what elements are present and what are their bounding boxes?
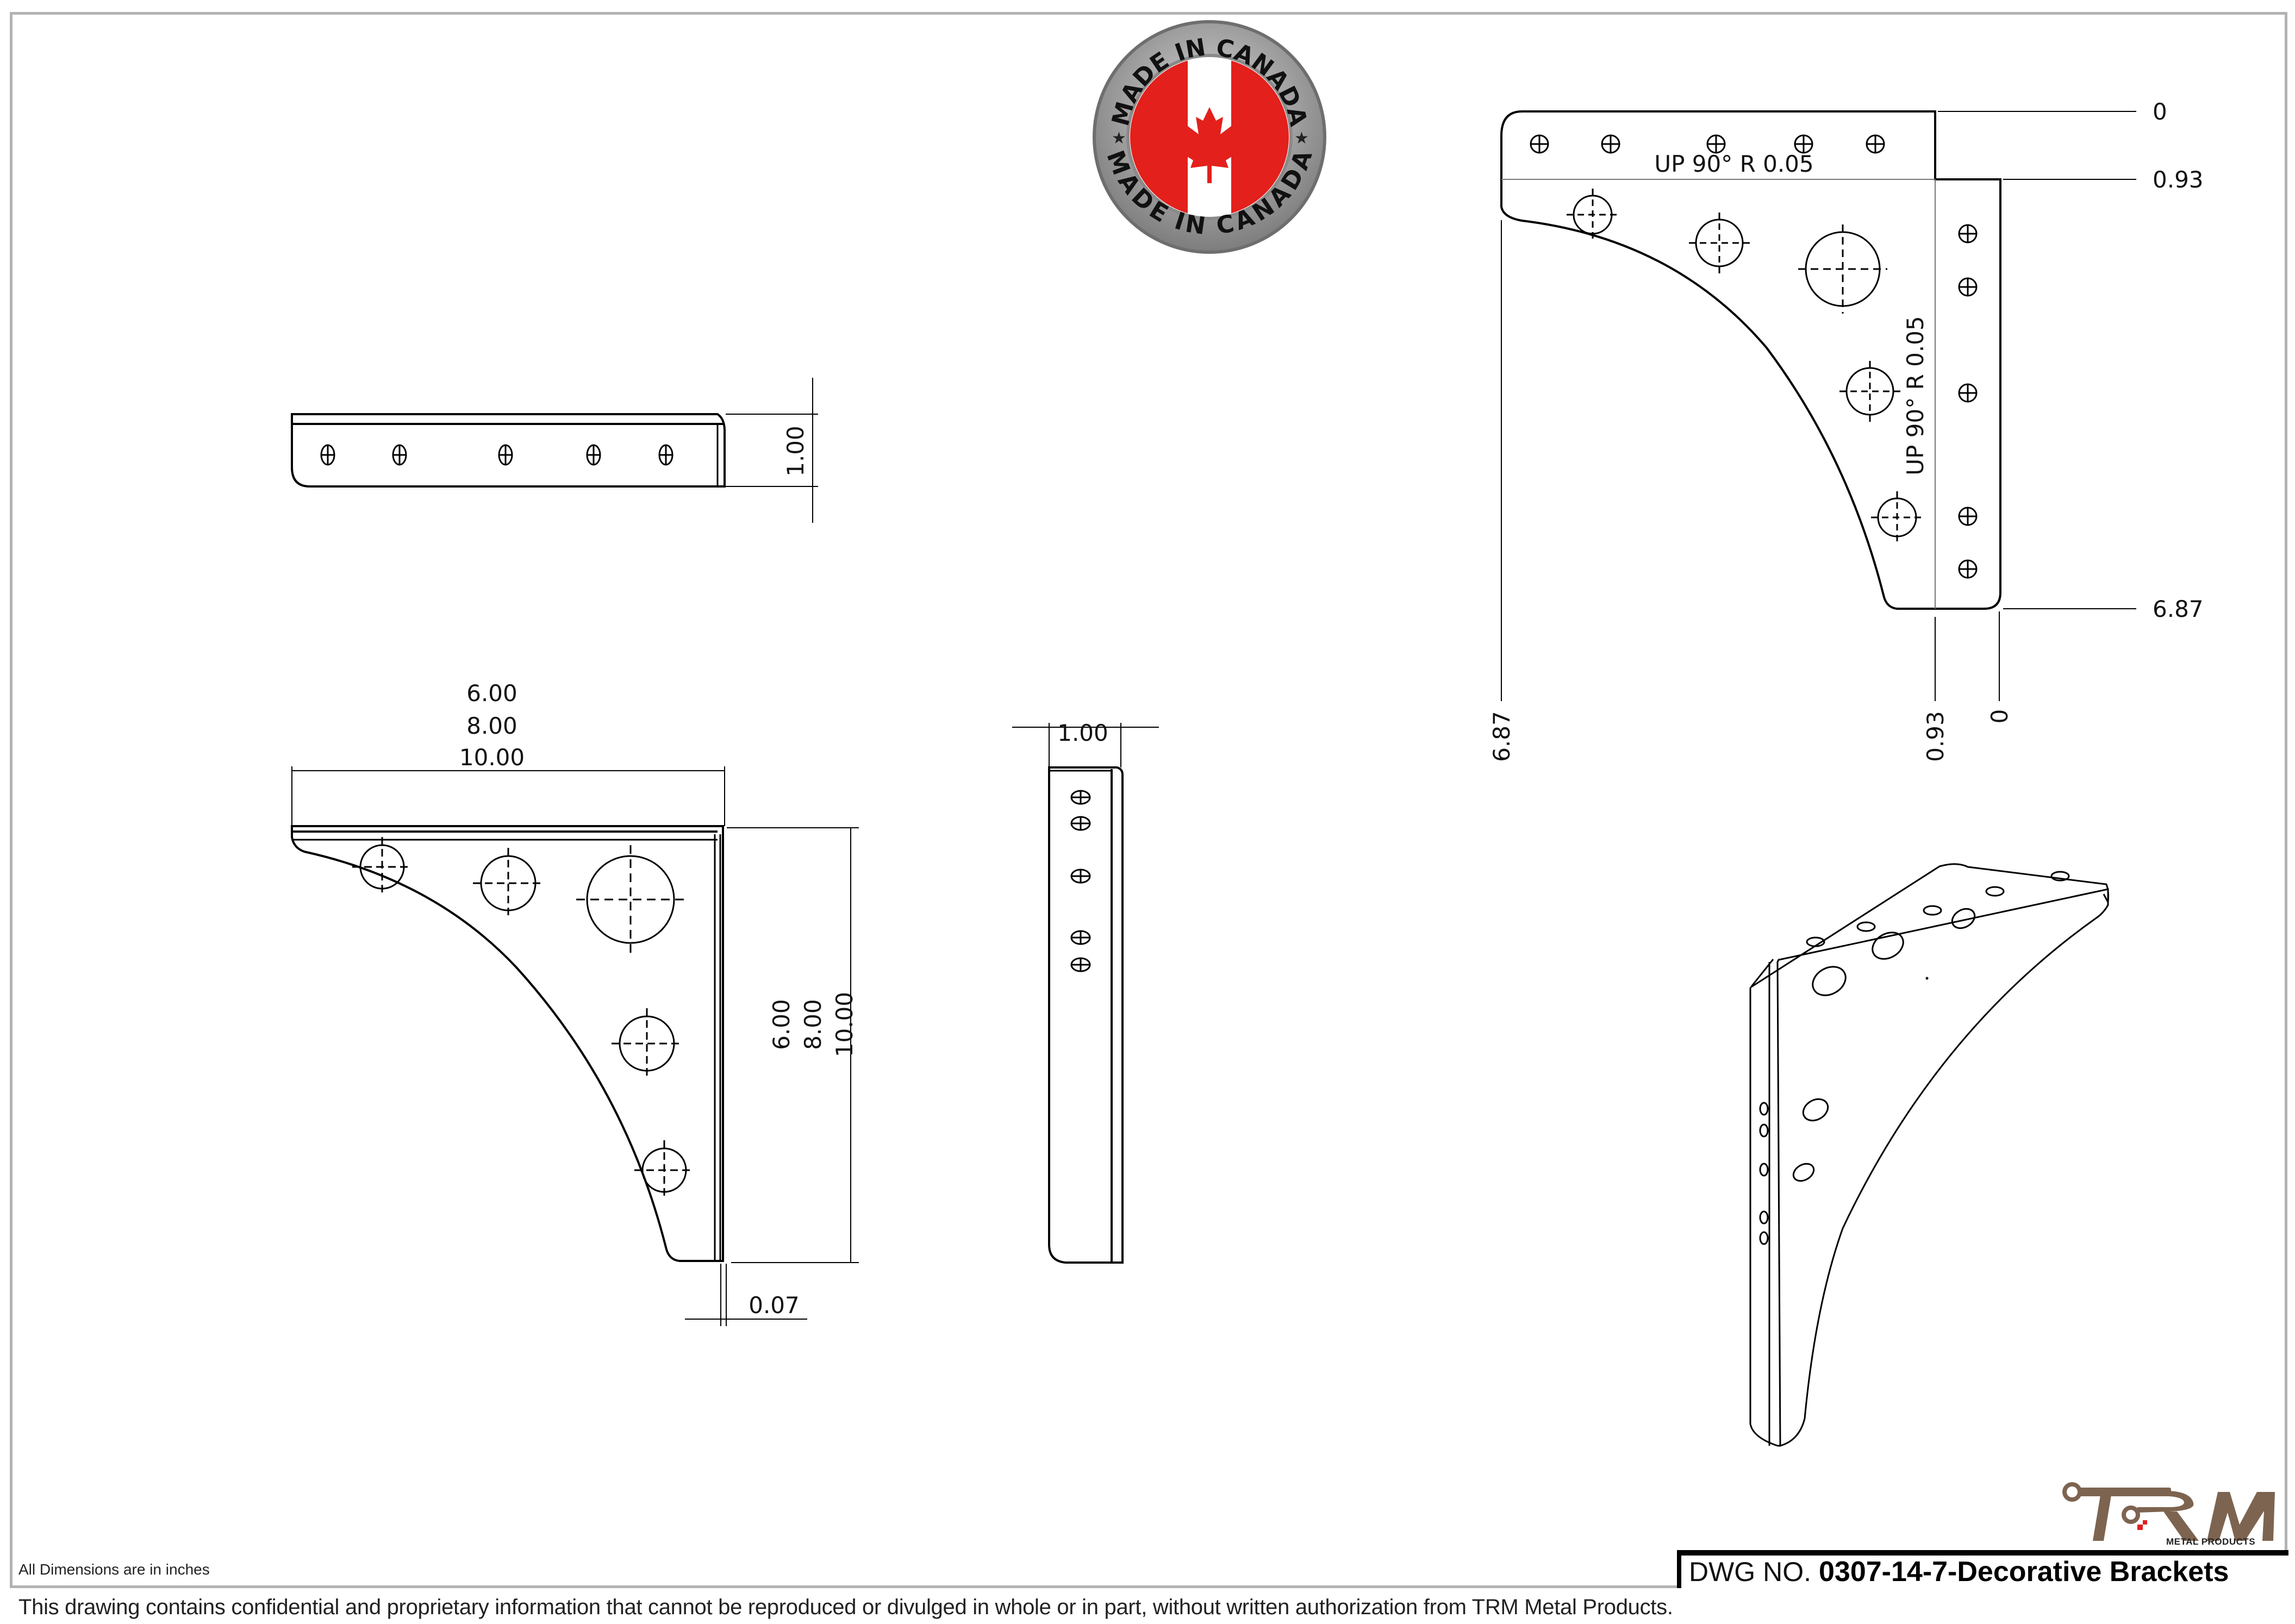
front-height-dim-8: 8.00 bbox=[800, 999, 826, 1050]
front-width-dim-10: 10.00 bbox=[459, 744, 525, 771]
trm-logo bbox=[2062, 1482, 2275, 1541]
title-block: DWG NO. 0307-14-7-Decorative Brackets bbox=[1677, 1550, 2288, 1588]
star-icon: ★ bbox=[1294, 129, 1309, 147]
logo-subtitle: METAL PRODUCTS bbox=[2166, 1536, 2256, 1547]
ordinate-right-0: 0 bbox=[2153, 98, 2167, 125]
maple-leaf-icon bbox=[1174, 107, 1245, 183]
front-height-dim-10: 10.00 bbox=[831, 992, 858, 1057]
ordinate-right-6-87: 6.87 bbox=[2153, 596, 2204, 622]
front-view bbox=[291, 766, 859, 1326]
top-view-height-dim: 1.00 bbox=[782, 426, 809, 477]
flat-pattern-view bbox=[1500, 110, 2136, 701]
front-view-holes bbox=[352, 837, 694, 1200]
thickness-dim: 0.07 bbox=[749, 1292, 800, 1319]
front-width-dim-8: 8.00 bbox=[466, 713, 517, 739]
dwg-label: DWG NO. bbox=[1689, 1557, 1811, 1587]
ordinate-bottom-6-87: 6.87 bbox=[1488, 711, 1515, 762]
bend-note-horizontal: UP 90° R 0.05 bbox=[1654, 151, 1813, 177]
made-in-canada-badge: MADE IN CANADA MADE IN CANADA ★ ★ bbox=[1093, 20, 1326, 254]
dwg-number: 0307-14-7-Decorative Brackets bbox=[1818, 1556, 2229, 1588]
isometric-view bbox=[1749, 863, 2110, 1447]
front-height-dim-6: 6.00 bbox=[768, 999, 795, 1050]
units-note: All Dimensions are in inches bbox=[18, 1561, 210, 1578]
ordinate-bottom-0-93: 0.93 bbox=[1922, 711, 1949, 762]
top-view bbox=[291, 378, 818, 523]
top-view-holes bbox=[320, 444, 673, 466]
front-width-dim-6: 6.00 bbox=[466, 680, 517, 707]
confidentiality-disclaimer: This drawing contains confidential and p… bbox=[18, 1595, 1673, 1619]
ordinate-bottom-0: 0 bbox=[1986, 709, 2013, 724]
sheet-border bbox=[10, 12, 2287, 1588]
flat-small-holes bbox=[1530, 134, 1978, 579]
star-icon: ★ bbox=[1112, 129, 1126, 147]
ordinate-right-0-93: 0.93 bbox=[2153, 166, 2204, 193]
flat-large-holes bbox=[1567, 189, 1923, 544]
side-view-width-dim: 1.00 bbox=[1057, 720, 1108, 746]
bend-note-vertical: UP 90° R 0.05 bbox=[1902, 316, 1929, 475]
side-view-holes bbox=[1070, 790, 1091, 972]
side-view bbox=[1012, 723, 1159, 1264]
